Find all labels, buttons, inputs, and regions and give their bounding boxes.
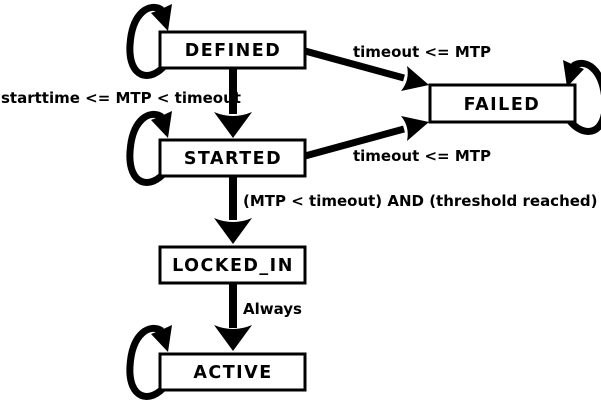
edge-started-to-failed-line [304, 125, 405, 160]
self-loop-started [126, 110, 172, 186]
self-loop-active [126, 324, 172, 400]
state-failed-label: FAILED [464, 95, 541, 115]
self-loop-defined-arrowhead-icon [151, 4, 172, 31]
state-defined-box [158, 30, 307, 70]
state-locked-in-box [158, 245, 307, 285]
self-loop-active-arrowhead-icon [151, 325, 172, 352]
state-active-box [158, 352, 307, 392]
self-loop-failed-arrowhead-icon [563, 60, 584, 87]
self-loop-started-arrowhead-icon [151, 111, 172, 138]
self-loop-defined [126, 3, 172, 79]
edge-started-to-failed-label: timeout <= MTP [353, 147, 491, 165]
edge-defined-to-started-label: starttime <= MTP < timeout [1, 89, 241, 107]
edge-defined-to-failed-label: timeout <= MTP [353, 43, 491, 61]
edge-defined-to-failed-line [304, 47, 405, 82]
edge-locked-in-to-active: Always [214, 283, 302, 351]
state-started-label: STARTED [184, 149, 282, 169]
edge-started-to-locked-in-arrowhead-icon [214, 218, 252, 244]
edge-defined-to-started-arrowhead-icon [214, 112, 252, 138]
edge-locked-in-to-active-label: Always [243, 300, 302, 318]
edge-defined-to-failed-arrowhead-icon [401, 66, 429, 91]
self-loop-failed [563, 59, 601, 135]
edge-started-to-failed: timeout <= MTP [304, 116, 491, 165]
edge-locked-in-to-active-arrowhead-icon [214, 325, 252, 351]
edge-started-to-failed-arrowhead-icon [401, 116, 429, 141]
edge-started-to-locked-in: (MTP < timeout) AND (threshold reached) [214, 176, 598, 244]
state-started: STARTED [158, 138, 307, 178]
state-defined-label: DEFINED [185, 41, 282, 61]
self-loop-defined-curve [126, 3, 169, 79]
self-loop-started-curve [126, 110, 169, 186]
state-locked-in-label: LOCKED_IN [172, 256, 294, 276]
edge-started-to-locked-in-label: (MTP < timeout) AND (threshold reached) [243, 192, 598, 210]
state-failed: FAILED [428, 83, 577, 124]
state-failed-box [428, 83, 577, 124]
self-loop-active-curve [126, 324, 169, 400]
self-loop-failed-curve [566, 59, 601, 135]
state-active: ACTIVE [158, 352, 307, 392]
state-started-box [158, 138, 307, 178]
edge-defined-to-failed: timeout <= MTP [304, 43, 491, 91]
state-locked-in: LOCKED_IN [158, 245, 307, 285]
state-active-label: ACTIVE [193, 363, 272, 383]
edge-defined-to-started: starttime <= MTP < timeout [1, 68, 252, 138]
state-defined: DEFINED [158, 30, 307, 70]
